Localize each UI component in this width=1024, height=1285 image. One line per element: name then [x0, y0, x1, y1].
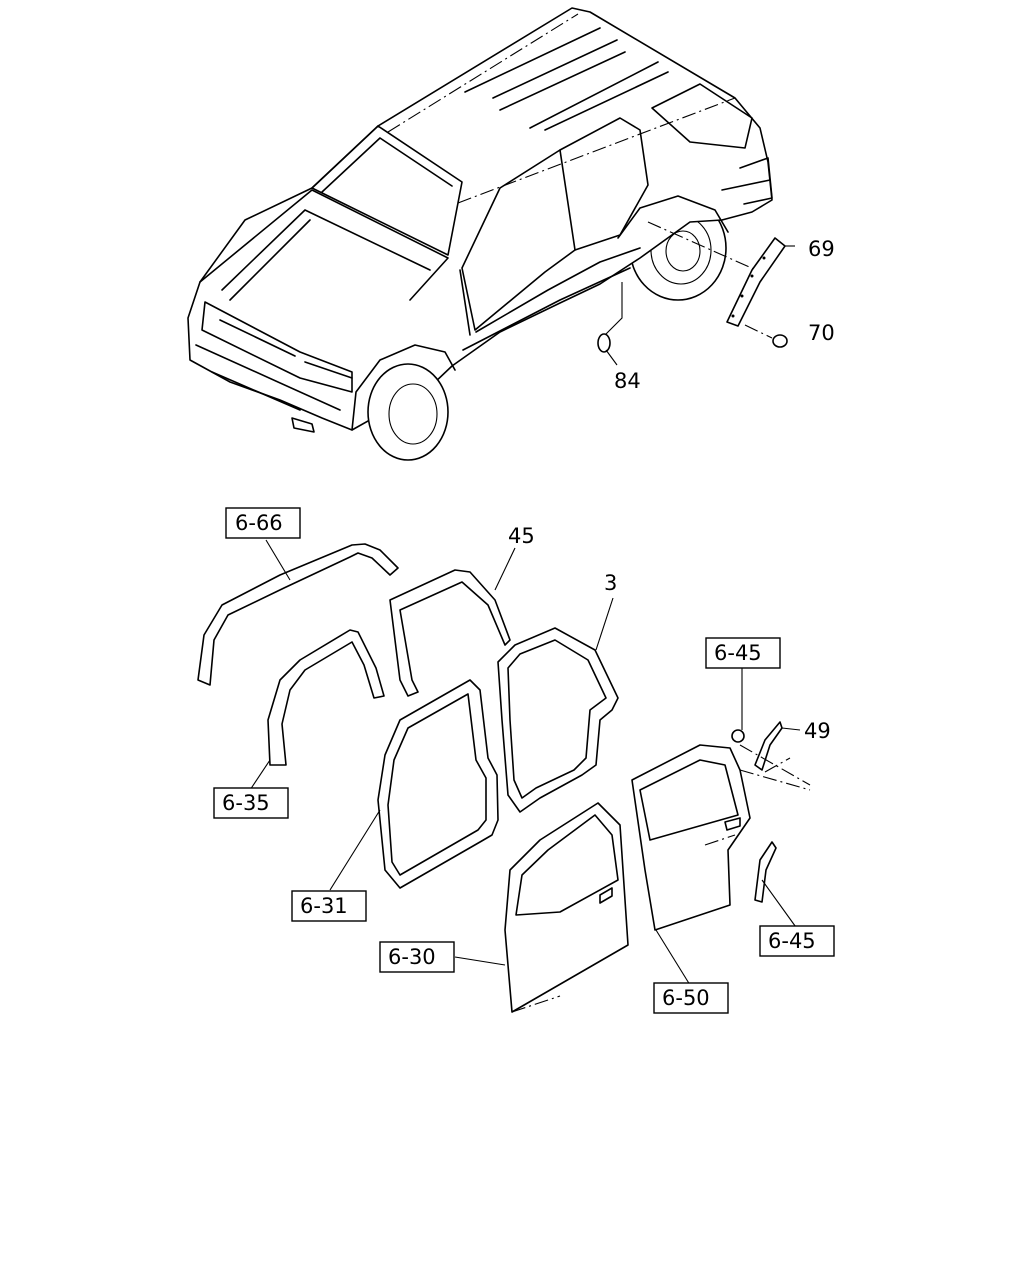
callout-3: 3: [604, 571, 617, 595]
part-69-wheel-arch-liner: [726, 237, 795, 327]
part-84-plug: [597, 333, 618, 366]
part-6-31-door-weatherstrip: [329, 679, 499, 891]
ref-box-6-30[interactable]: 6-30: [379, 941, 455, 973]
part-6-66-roof-molding: [197, 539, 399, 686]
ref-box-6-66[interactable]: 6-66: [225, 507, 301, 539]
vehicle-illustration: [187, 7, 773, 461]
ref-label-6-30: 6-30: [388, 945, 436, 969]
part-6-45-clip-upper: [731, 668, 811, 786]
ref-label-6-31: 6-31: [300, 894, 348, 918]
ref-box-6-45-top[interactable]: 6-45: [705, 637, 781, 669]
part-6-30-front-door: [454, 802, 629, 1013]
callout-69: 69: [808, 237, 835, 261]
callout-45: 45: [508, 524, 535, 548]
callout-70: 70: [808, 321, 835, 345]
part-6-35-weatherstrip: [249, 629, 385, 791]
part-6-50-rear-door: [631, 744, 811, 986]
ref-label-6-45-bottom: 6-45: [768, 929, 816, 953]
ref-label-6-35: 6-35: [222, 791, 270, 815]
part-3-door-weatherstrip: [497, 597, 619, 813]
callout-84: 84: [614, 369, 641, 393]
ref-label-6-50: 6-50: [662, 986, 710, 1010]
ref-box-6-45-bottom[interactable]: 6-45: [759, 925, 835, 957]
part-70-clip: [744, 324, 788, 348]
part-49-molding: [754, 721, 801, 773]
ref-label-6-45-top: 6-45: [714, 641, 762, 665]
ref-box-6-50[interactable]: 6-50: [653, 982, 729, 1014]
ref-box-6-31[interactable]: 6-31: [291, 890, 367, 922]
callout-49: 49: [804, 719, 831, 743]
ref-box-6-35[interactable]: 6-35: [213, 787, 289, 819]
ref-label-6-66: 6-66: [235, 511, 283, 535]
part-45-glass-run: [389, 547, 516, 697]
part-6-45-molding-lower: [754, 841, 799, 931]
